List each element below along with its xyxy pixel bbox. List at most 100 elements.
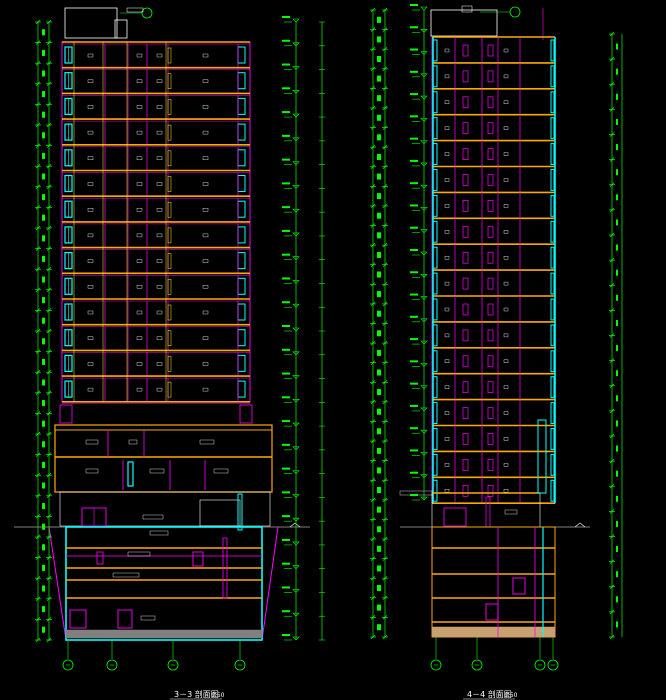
window-right-facade <box>550 453 555 476</box>
lobby-entrance-door <box>443 507 467 527</box>
grid-axis <box>430 637 442 671</box>
dimension-slash <box>370 164 376 169</box>
elevation-value <box>410 271 418 274</box>
dimension-mark <box>379 408 381 415</box>
dimension-slash <box>35 431 41 437</box>
elevation-marker <box>292 303 300 308</box>
door-opening <box>167 124 172 141</box>
dimension-slash <box>609 257 615 263</box>
dimension-slash <box>46 555 52 560</box>
basement-door <box>96 551 104 565</box>
window-right-facade <box>550 169 555 191</box>
elevation-value <box>282 325 290 327</box>
dimension-slash <box>370 340 376 346</box>
door-opening <box>167 253 172 269</box>
dimension-slash <box>370 634 376 640</box>
dimension-mark <box>377 271 379 278</box>
room-tag <box>136 336 143 340</box>
dimension-mark <box>379 447 381 454</box>
dimension-slash <box>382 517 388 522</box>
dimension-slash <box>35 266 41 272</box>
dimension-mark <box>616 395 618 402</box>
elevation-marker <box>420 207 428 211</box>
dimension-slash <box>609 509 615 514</box>
lobby-window <box>237 493 243 531</box>
dimension-slash <box>382 125 388 130</box>
basement-equipment <box>69 609 87 629</box>
dimension-mark <box>43 317 45 324</box>
dimension-slash <box>382 144 388 150</box>
grid-axis <box>106 640 118 671</box>
dimension-slash <box>382 615 388 620</box>
dimension-slash <box>35 225 41 231</box>
grid-axis <box>547 637 559 671</box>
elevation-marker <box>292 113 300 118</box>
dimension-slash <box>35 287 41 293</box>
elevation-value <box>282 610 290 613</box>
elevation-value <box>410 338 418 341</box>
room-tag <box>87 156 94 161</box>
dimension-mark <box>377 193 379 200</box>
door-opening <box>462 174 469 186</box>
dimension-mark <box>43 194 45 201</box>
elevation-value <box>410 159 418 162</box>
dimension-slash <box>370 595 376 601</box>
elevation-marker <box>420 407 428 412</box>
dimension-slash <box>35 617 41 622</box>
dimension-slash <box>370 438 376 444</box>
dimension-mark <box>616 219 618 226</box>
room-tag <box>503 359 509 363</box>
elevation-value <box>282 16 290 18</box>
dimension-slash <box>382 321 388 326</box>
window-right-facade <box>550 324 555 347</box>
elevation-value <box>282 229 290 232</box>
dimension-mark <box>379 545 381 552</box>
room-tag <box>87 233 94 238</box>
basement-wall <box>65 526 263 641</box>
dimension-mark <box>43 29 45 36</box>
elevation-marker <box>292 42 300 47</box>
dimension-mark <box>616 68 618 75</box>
dimension-mark <box>43 235 45 242</box>
dimension-slash <box>609 157 615 162</box>
dimension-mark <box>616 345 618 352</box>
basement-stair-wall <box>222 537 228 599</box>
room-tag <box>503 463 509 467</box>
elevation-value <box>282 491 290 494</box>
dimension-slash <box>609 232 615 238</box>
elevation-marker <box>292 137 300 142</box>
door-opening <box>462 407 469 419</box>
dimension-mark <box>43 338 45 345</box>
dimension-slash <box>35 452 41 457</box>
dimension-mark <box>379 428 381 435</box>
dimension-slash <box>35 143 41 148</box>
door-opening <box>462 303 469 316</box>
door-opening <box>487 484 494 497</box>
window-right-facade <box>550 91 555 114</box>
dimension-mark <box>379 134 381 141</box>
dimension-slash <box>46 143 52 148</box>
dimension-slash <box>609 132 615 137</box>
axis-bubble <box>534 659 546 671</box>
elevation-marker <box>292 351 300 356</box>
roof-machine-room <box>64 7 118 39</box>
dimension-slash <box>370 144 376 150</box>
door-opening <box>462 459 469 471</box>
dimension-mark <box>43 173 45 180</box>
room-tag <box>444 126 450 130</box>
dimension-mark <box>43 606 45 613</box>
dimension-mark <box>377 604 379 611</box>
elevation-marker <box>292 589 300 593</box>
elevation-value <box>282 158 290 161</box>
elevation-value <box>282 634 290 636</box>
dimension-slash <box>370 7 376 13</box>
dimension-slash <box>46 40 52 45</box>
dimension-mark <box>43 111 45 118</box>
dimension-mark <box>379 251 381 258</box>
dimension-mark <box>43 132 45 139</box>
section-4-4-title: 4－4 剖面图 <box>467 689 512 699</box>
room-tag <box>503 152 509 156</box>
dimension-strip-right-outer <box>609 31 618 640</box>
dimension-slash <box>382 478 388 483</box>
